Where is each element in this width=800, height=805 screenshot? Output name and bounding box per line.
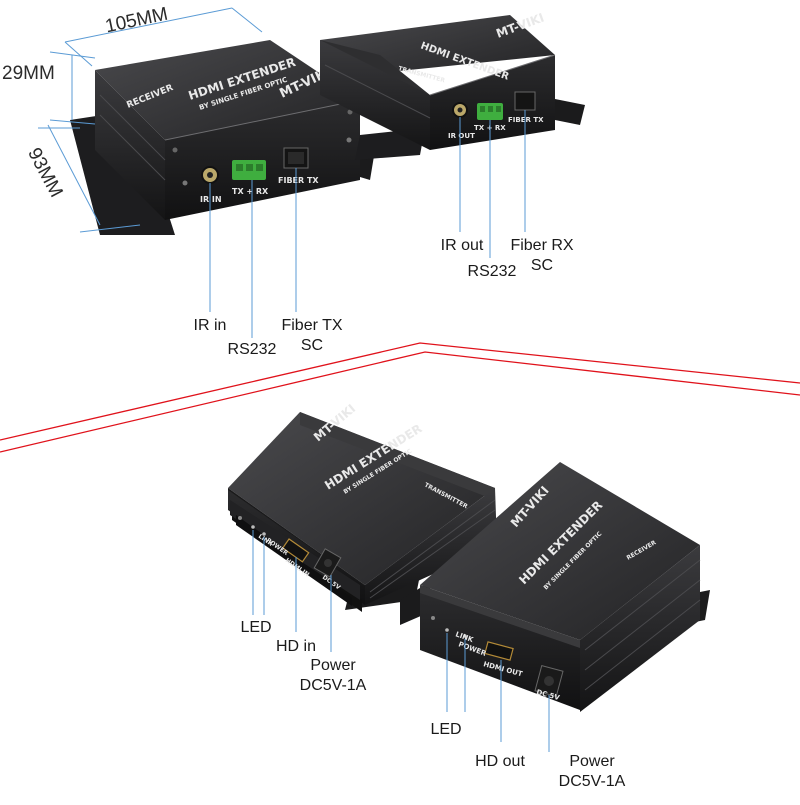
callout-fiber-tx: Fiber TX SC xyxy=(272,316,352,356)
callout-power-receiver-line2: DC5V-1A xyxy=(558,773,626,790)
callout-power-receiver-line1: Power xyxy=(569,753,615,770)
top-transmitter-ir-port-label: IR OUT xyxy=(448,132,475,140)
hdmi-out-port xyxy=(484,641,514,661)
top-receiver-fiber-port-label: FIBER TX xyxy=(278,176,319,185)
callout-hd-in: HD in xyxy=(275,638,316,655)
callout-led-transmitter: LED xyxy=(240,619,272,636)
fiber-rx-port xyxy=(514,91,536,111)
callout-fiber-rx-line2: SC xyxy=(530,257,554,274)
callout-ir-out: IR out xyxy=(440,237,484,254)
callout-rs232-transmitter: RS232 xyxy=(467,263,517,280)
callout-fiber-tx-line1: Fiber TX xyxy=(281,317,343,334)
callout-led-receiver: LED xyxy=(430,721,462,738)
bottom-receiver-device: LINK POWER HDMI OUT DC 5V HDMI EXTENDER … xyxy=(400,462,710,712)
callout-lines-bottom xyxy=(252,530,550,752)
section-divider xyxy=(0,342,800,453)
callout-power-transmitter: Power DC5V-1A xyxy=(296,656,370,696)
top-transmitter-device: IR OUT TX + RX FIBER TX HDMI EXTENDER MT… xyxy=(320,11,585,160)
top-transmitter-fiber-port-label: FIBER TX xyxy=(508,116,544,124)
callout-ir-in: IR in xyxy=(193,317,227,334)
callout-fiber-rx-line1: Fiber RX xyxy=(510,237,574,254)
hdmi-in-port xyxy=(281,538,310,563)
top-receiver-ir-port-label: IR IN xyxy=(200,195,222,204)
callout-fiber-tx-line2: SC xyxy=(300,337,324,354)
dimension-height-label: 29MM xyxy=(2,63,55,84)
callout-lines-top xyxy=(209,110,526,338)
callout-power-transmitter-line2: DC5V-1A xyxy=(299,677,367,694)
callout-power-transmitter-line1: Power xyxy=(310,657,356,674)
callout-power-receiver: Power DC5V-1A xyxy=(552,752,632,792)
dimension-lines xyxy=(38,7,263,233)
callout-fiber-rx: Fiber RX SC xyxy=(502,236,582,276)
callout-hd-out: HD out xyxy=(475,753,525,770)
callout-rs232-receiver: RS232 xyxy=(227,341,277,358)
top-receiver-rs232-port-label: TX + RX xyxy=(232,187,269,196)
top-receiver-device: IR IN TX + RX FIBER TX RECEIVER HDMI EXT… xyxy=(70,40,375,235)
